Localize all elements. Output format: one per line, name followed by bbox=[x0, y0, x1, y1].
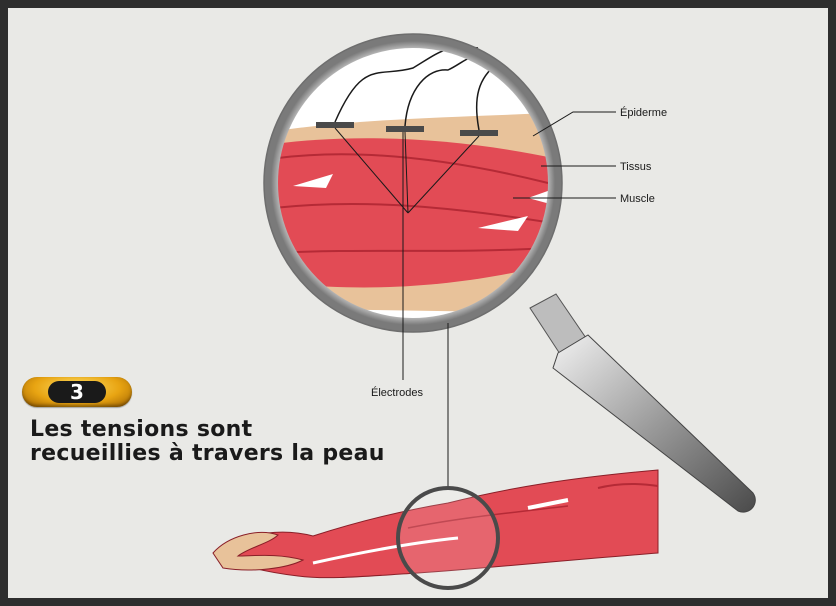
step-badge: 3 bbox=[22, 377, 132, 407]
label-muscle: Muscle bbox=[620, 193, 655, 205]
step-caption: Les tensions sont recueillies à travers … bbox=[30, 418, 390, 466]
focus-circle bbox=[398, 488, 498, 588]
electrode bbox=[386, 126, 424, 132]
label-electrodes: Électrodes bbox=[371, 386, 423, 399]
label-epiderme: Épiderme bbox=[620, 106, 667, 119]
electrode bbox=[460, 130, 498, 136]
electrode bbox=[316, 122, 354, 128]
step-number: 3 bbox=[48, 381, 106, 403]
label-tissus: Tissus bbox=[620, 161, 652, 173]
emg-illustration: Épiderme Tissus Muscle Électrodes bbox=[8, 8, 836, 606]
